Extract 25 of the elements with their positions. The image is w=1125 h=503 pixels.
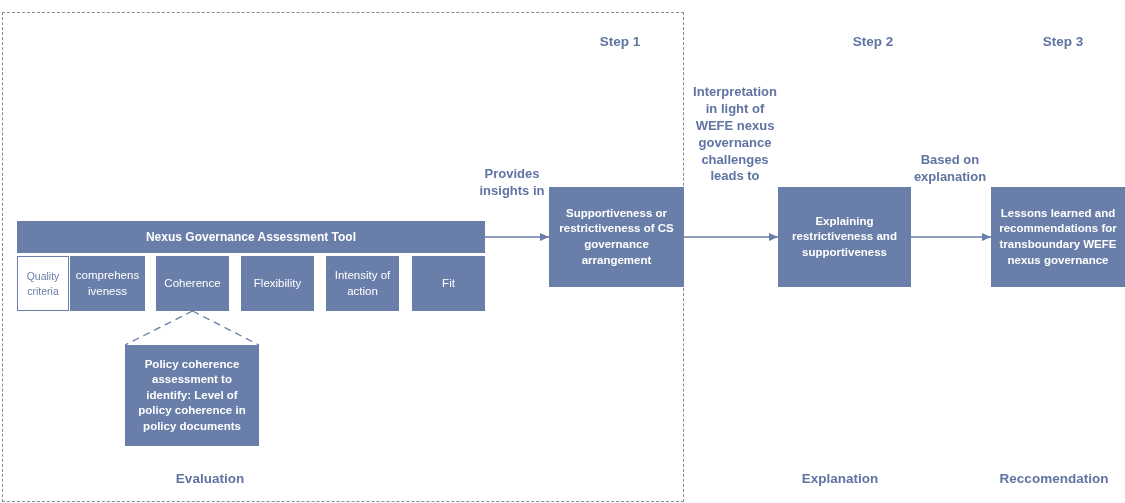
process-box: Intensity of action (326, 256, 399, 311)
process-box: Coherence (156, 256, 229, 311)
arrow (683, 233, 779, 241)
arrow (484, 233, 550, 241)
dashed-connector (124, 310, 260, 346)
edge-label: Provides insights in (478, 166, 546, 200)
process-box: Flexibility (241, 256, 314, 311)
process-box: Quality criteria (17, 256, 69, 311)
step-label: Step 3 (1042, 34, 1084, 49)
process-box: comprehensiveness (70, 256, 145, 311)
edge-label: Interpretation in light of WEFE nexus governance challenges leads to (692, 84, 778, 186)
process-box: Explaining restrictiveness and supportiveness (778, 187, 911, 287)
process-box: Policy coherence assessment to identify: Level of policy coherence in policy documents (125, 345, 259, 446)
process-box: Lessons learned and recommendations for transboundary WEFE nexus governance (991, 187, 1125, 287)
step-label: Step 2 (852, 34, 894, 49)
phase-label: Reccomendation (999, 471, 1109, 486)
dashed-frame (2, 12, 684, 502)
phase-label: Explanation (801, 471, 879, 486)
step-label: Step 1 (599, 34, 641, 49)
header-box: Nexus Governance Assessment Tool (17, 221, 485, 253)
phase-label: Evaluation (175, 471, 245, 486)
process-box: Supportiveness or restrictiveness of CS governance arrangement (549, 187, 684, 287)
process-box: Fit (412, 256, 485, 311)
edge-label: Based on explanation (912, 152, 988, 186)
arrow (910, 233, 992, 241)
